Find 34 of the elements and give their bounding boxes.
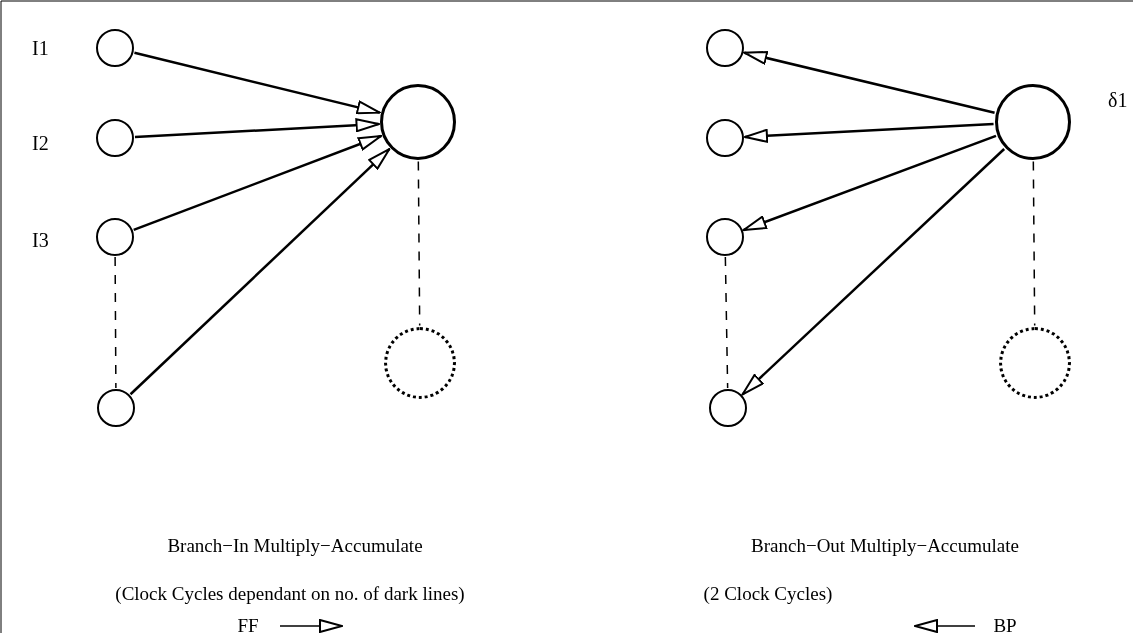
arrow xyxy=(133,134,383,232)
caption-note: (2 Clock Cycles) xyxy=(703,584,833,605)
neuron-circle xyxy=(96,218,134,256)
node-label: I1 xyxy=(32,38,49,58)
arrow xyxy=(129,148,391,396)
arrow xyxy=(134,118,380,139)
dashed-line xyxy=(417,160,421,327)
arrow xyxy=(742,134,997,232)
node-label: I3 xyxy=(32,230,49,250)
neuron-circle xyxy=(706,29,744,67)
neuron-circle xyxy=(97,389,135,427)
neuron-circle xyxy=(995,84,1071,160)
dotted-neuron-circle xyxy=(384,327,456,399)
dotted-neuron-circle xyxy=(999,327,1071,399)
caption: Branch−In Multiply−Accumulate xyxy=(167,536,423,557)
arrow xyxy=(743,122,994,143)
node-label: δ1 xyxy=(1108,90,1128,110)
neuron-circle xyxy=(706,218,744,256)
dashed-line xyxy=(1032,160,1036,327)
direction-label: BP xyxy=(993,616,1017,633)
neuron-circle xyxy=(706,119,744,157)
neuron-circle xyxy=(96,29,134,67)
neuron-circle xyxy=(380,84,456,160)
dashed-line xyxy=(114,256,117,389)
dashed-line xyxy=(724,256,729,389)
caption-note: (Clock Cycles dependant on no. of dark lines) xyxy=(115,584,465,605)
arrow xyxy=(743,51,995,114)
arrow xyxy=(134,51,381,115)
arrow xyxy=(741,148,1006,396)
direction-label: FF xyxy=(237,616,259,633)
caption: Branch−Out Multiply−Accumulate xyxy=(751,536,1019,557)
neuron-circle xyxy=(96,119,134,157)
node-label: I2 xyxy=(32,133,49,153)
neuron-circle xyxy=(709,389,747,427)
